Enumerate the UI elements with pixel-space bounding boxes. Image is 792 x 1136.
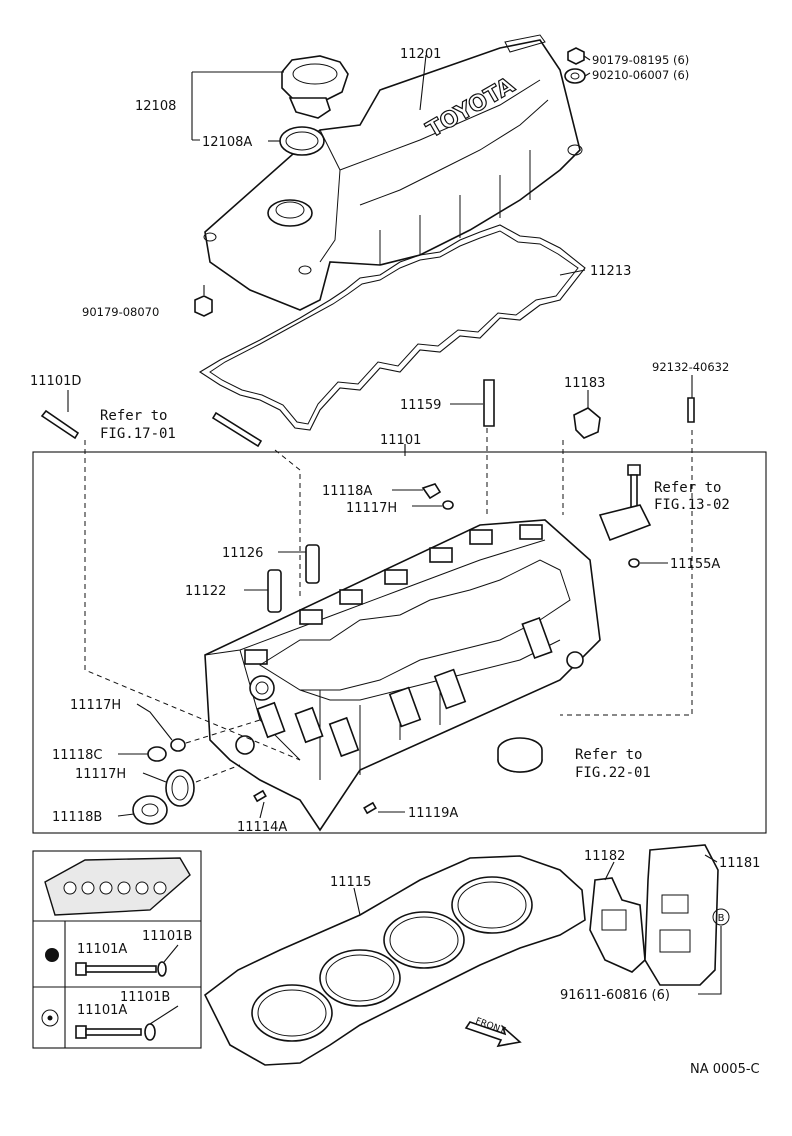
cover-nuts (194, 47, 586, 317)
inset-bolt-box (32, 850, 202, 1049)
ref-17-01-line2: FIG.17-01 (100, 426, 176, 442)
callout-11101: 11101 (380, 433, 421, 448)
valve-cover-gasket (198, 224, 586, 431)
circle-b-label: B (718, 913, 725, 924)
filled-dot-icon (45, 948, 59, 962)
callout-11155A: 11155A (670, 557, 720, 572)
cylinder-head-small-parts (132, 407, 652, 825)
callout-11182: 11182 (584, 849, 625, 864)
callout-11115: 11115 (330, 875, 371, 890)
callout-11118B: 11118B (52, 810, 102, 825)
callout-12108A: 12108A (202, 135, 252, 150)
callout-11114A: 11114A (237, 820, 287, 835)
callout-92132-40632: 92132-40632 (652, 360, 729, 374)
callout-11119A: 11119A (408, 806, 458, 821)
callout-11101D: 11101D (30, 374, 81, 389)
callout-labels: 11201 12108 12108A 90179-08195 (6) 90210… (30, 47, 760, 1018)
callout-11118C: 11118C (52, 748, 102, 763)
callout-11181: 11181 (719, 856, 760, 871)
callout-11117H-low: 11117H (75, 767, 126, 782)
callout-11159: 11159 (400, 398, 441, 413)
valve-cover: TOYOTA (203, 34, 583, 311)
callout-11213: 11213 (590, 264, 631, 279)
callout-11126: 11126 (222, 546, 263, 561)
callout-90210-06007: 90210-06007 (6) (592, 68, 689, 82)
callout-11117H-top: 11117H (346, 501, 397, 516)
callout-11183: 11183 (564, 376, 605, 391)
callout-11122: 11122 (185, 584, 226, 599)
ref-17-01-line1: Refer to (100, 408, 167, 424)
circle-b-icon (712, 908, 730, 926)
callout-11118A: 11118A (322, 484, 372, 499)
callout-11101A-2: 11101A (77, 1003, 127, 1018)
callout-90179-08070: 90179-08070 (82, 305, 159, 319)
studs (40, 379, 695, 448)
callout-12108: 12108 (135, 99, 176, 114)
reference-notes: Refer to FIG.17-01 Refer to FIG.13-02 Re… (100, 408, 730, 781)
ref-13-02-line2: FIG.13-02 (654, 497, 730, 513)
leader-lines (67, 54, 722, 1025)
ref-22-01-line2: FIG.22-01 (575, 765, 651, 781)
callout-11101A-1: 11101A (77, 942, 127, 957)
dot-in-circle-icon (41, 1009, 59, 1027)
water-outlet-gaskets (589, 844, 719, 986)
callout-11201: 11201 (400, 47, 441, 62)
callout-11101B-2: 11101B (120, 990, 170, 1005)
callout-11101B-1: 11101B (142, 929, 192, 944)
front-arrow: FRONT (464, 1016, 522, 1048)
cylinder-head-frame (32, 451, 767, 834)
phantom-lines (84, 428, 693, 783)
callout-11117H-mid: 11117H (70, 698, 121, 713)
head-gasket (203, 855, 586, 1066)
ref-22-01-line1: Refer to (575, 747, 642, 763)
ref-13-02-line1: Refer to (654, 480, 721, 496)
callout-90179-08195: 90179-08195 (6) (592, 53, 689, 67)
oil-filler-cap (279, 55, 349, 156)
diagram-id: NA 0005-C (690, 1062, 760, 1077)
callout-91611-60816: 91611-60816 (6) (560, 988, 670, 1003)
cylinder-head (204, 519, 601, 832)
